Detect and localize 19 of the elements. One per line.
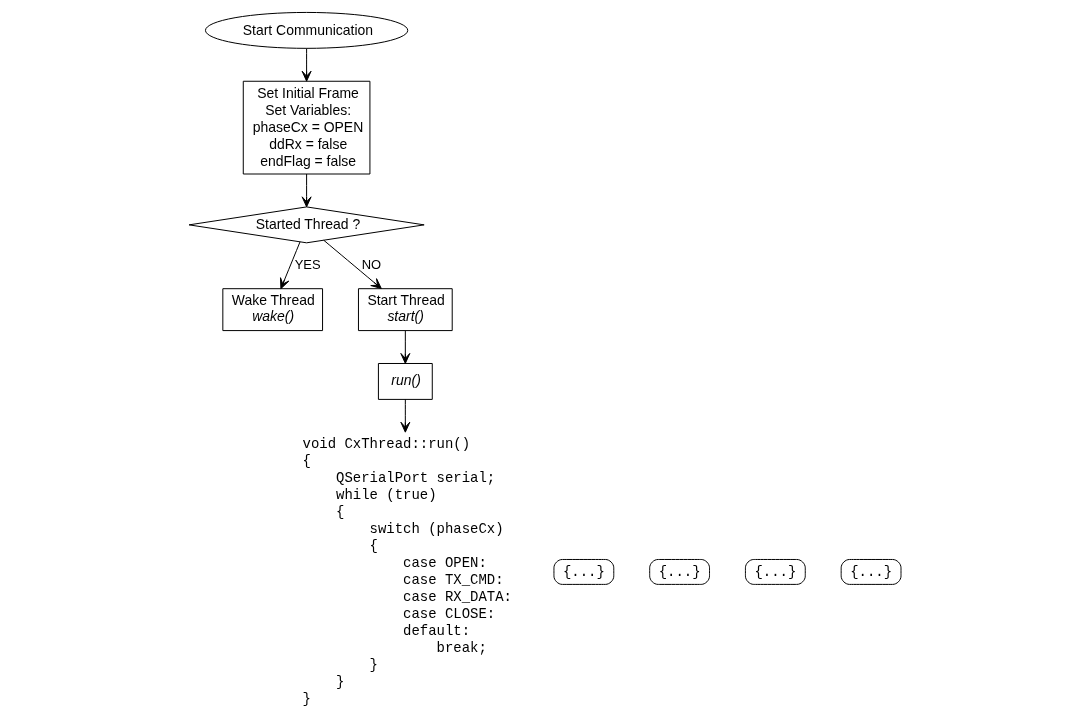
- node-box: {...}: [552, 558, 614, 585]
- node-box: {...}: [648, 558, 710, 585]
- arrow: [301, 47, 312, 82]
- node-box: Wake Thread wake(): [221, 288, 323, 332]
- node-box: Start Thread start(): [357, 288, 453, 332]
- arrow: [279, 241, 301, 290]
- edge-label: NO: [361, 257, 381, 273]
- node-ellipse: Start Communication: [204, 11, 408, 49]
- arrow: [399, 399, 410, 433]
- node-box: Set Initial Frame Set Variables: phaseCx = OPEN ddRx = false endFlag = false: [242, 80, 370, 175]
- arrow: [322, 239, 382, 289]
- node-box: run(): [377, 363, 433, 400]
- edge-label: YES: [294, 257, 321, 273]
- node-box: {...}: [744, 558, 806, 585]
- node-text: void CxThread::run() { QSerialPort serial; while (true) { switch (phaseCx) { case OPEN: case TX_CMD: case RX_DATA: case CLOSE: default: break; } } }: [302, 436, 512, 707]
- node-box: {...}: [840, 558, 901, 585]
- node-diamond: Started Thread ?: [188, 206, 425, 244]
- arrow: [301, 173, 312, 208]
- arrow: [399, 330, 410, 364]
